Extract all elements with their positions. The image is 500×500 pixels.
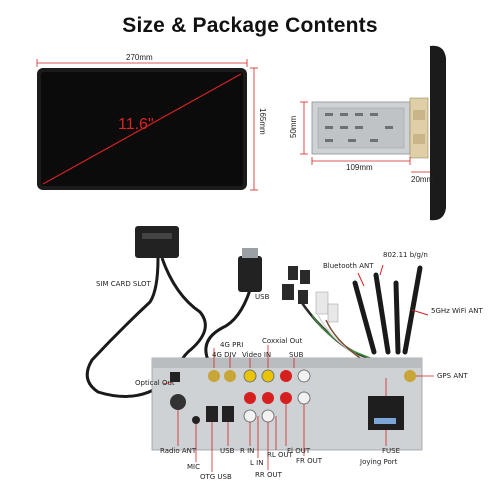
coaxial-out-port bbox=[261, 369, 275, 383]
usb-bottom-label: USB bbox=[220, 447, 235, 455]
mic-port bbox=[192, 416, 200, 424]
chassis-height-label: 50mm bbox=[289, 115, 298, 138]
rl-out-label: RL OUT bbox=[267, 451, 293, 459]
radio-ant-label: Radio ANT bbox=[160, 447, 197, 455]
video-in-label: Video IN bbox=[242, 351, 272, 359]
4g-div-label: 4G DIV bbox=[212, 351, 237, 359]
rl-out-port bbox=[261, 409, 275, 423]
coaxial-out-label: Coxxial Out bbox=[262, 337, 303, 345]
screen-height-label: 165mm bbox=[258, 108, 267, 135]
otg-usb-port bbox=[206, 406, 218, 422]
chassis-depth-label: 109mm bbox=[346, 163, 373, 172]
fl-out-port bbox=[297, 391, 311, 405]
otg-usb-label: OTG USB bbox=[200, 473, 232, 481]
sub-label: SUB bbox=[289, 351, 304, 359]
rr-out-label: RR OUT bbox=[255, 471, 282, 479]
gps-ant-port bbox=[404, 370, 416, 382]
4g-pri-label: 4G PRI bbox=[220, 341, 244, 349]
sub-port-1 bbox=[280, 370, 292, 382]
antenna-cables bbox=[352, 265, 423, 355]
fr-out-label: FR OUT bbox=[296, 457, 323, 465]
usb-plug bbox=[238, 256, 262, 292]
joying-port bbox=[368, 396, 404, 430]
sub-port-2 bbox=[297, 369, 311, 383]
joying-port-label: Joying Port bbox=[360, 458, 398, 466]
fr-out-port bbox=[280, 392, 292, 404]
sim-card-slot-module bbox=[135, 226, 179, 258]
chassis-side-label: 20mm bbox=[411, 175, 434, 184]
optical-out-label: Optical Out bbox=[135, 379, 175, 387]
rear-panel bbox=[151, 357, 423, 451]
wifi-5ghz-label: 5GHz WiFi ANT bbox=[431, 307, 483, 315]
usb-top-label: USB bbox=[255, 293, 270, 301]
wifi-80211-label: 802.11 b/g/n bbox=[383, 251, 428, 259]
usb-cable bbox=[204, 289, 252, 361]
bluetooth-ant-label: Bluetooth ANT bbox=[323, 262, 374, 270]
fuse-label: FUSE bbox=[382, 447, 401, 455]
radio-ant-port bbox=[170, 394, 186, 410]
l-in-label: L IN bbox=[250, 459, 264, 467]
usb-port bbox=[222, 406, 234, 422]
sim-card-slot-label: SIM CARD SLOT bbox=[96, 280, 151, 288]
chassis-side-view bbox=[311, 45, 446, 221]
mic-label: MIC bbox=[187, 463, 200, 471]
page-title: Size & Package Contents bbox=[122, 14, 378, 37]
4g-pri-port bbox=[208, 370, 220, 382]
gps-ant-label: GPS ANT bbox=[437, 372, 468, 380]
r-in-label: R IN bbox=[240, 447, 255, 455]
l-in-port bbox=[243, 409, 257, 423]
fl-out-label: Fl OUT bbox=[287, 447, 311, 455]
video-in-port bbox=[243, 369, 257, 383]
screen-width-label: 270mm bbox=[126, 53, 153, 62]
screen-diagonal-label: 11.6" bbox=[118, 116, 154, 133]
4g-div-port bbox=[224, 370, 236, 382]
r-in-port bbox=[244, 392, 256, 404]
sim-adapter-cable bbox=[85, 257, 207, 398]
rr-out-port bbox=[262, 392, 274, 404]
